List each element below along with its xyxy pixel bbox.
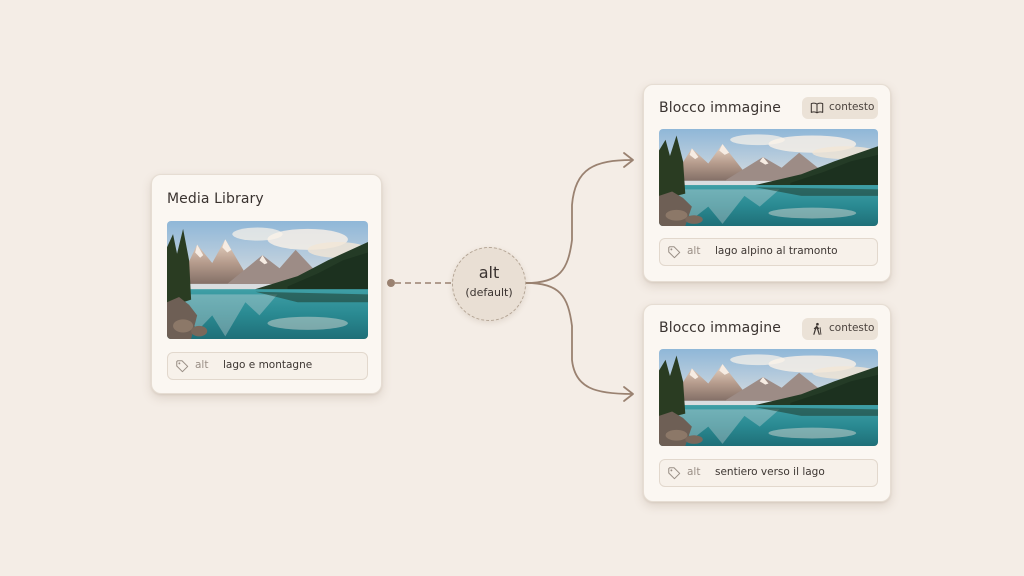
badge-label: contesto [829, 322, 875, 334]
node-subtitle: (default) [465, 286, 513, 299]
tag-icon [668, 246, 681, 259]
alt-label: alt [687, 466, 701, 478]
alt-value: lago alpino al tramonto [715, 245, 838, 257]
media-library-card[interactable]: Media Library alt lago e montagne [151, 174, 382, 394]
alt-value: sentiero verso il lago [715, 466, 825, 478]
card-title: Media Library [167, 191, 264, 207]
alt-default-node: alt (default) [452, 247, 526, 321]
lake-image[interactable] [167, 221, 368, 339]
image-block-card-1[interactable]: Blocco immagine contesto alt lago alpino… [643, 84, 891, 282]
alt-field[interactable]: alt lago alpino al tramonto [659, 238, 878, 266]
badge-label: contesto [829, 101, 875, 113]
context-badge[interactable]: contesto [802, 318, 878, 340]
tag-icon [668, 467, 681, 480]
node-title: alt [478, 263, 500, 282]
card-title: Blocco immagine [659, 320, 781, 336]
alt-field[interactable]: alt sentiero verso il lago [659, 459, 878, 487]
branch-connector-top [525, 159, 633, 284]
hiker-icon [813, 322, 822, 335]
branch-connector-bottom [525, 282, 633, 395]
context-badge[interactable]: contesto [802, 97, 878, 119]
lake-image[interactable] [659, 129, 878, 226]
arrowhead-top [623, 152, 634, 168]
alt-value: lago e montagne [223, 359, 313, 371]
tag-icon [176, 360, 189, 373]
alt-label: alt [687, 245, 701, 257]
lake-image[interactable] [659, 349, 878, 446]
connector-dot [387, 279, 395, 287]
alt-field[interactable]: alt lago e montagne [167, 352, 368, 380]
arrowhead-bottom [623, 386, 634, 402]
alt-label: alt [195, 359, 209, 371]
book-icon [810, 102, 824, 114]
card-title: Blocco immagine [659, 100, 781, 116]
image-block-card-2[interactable]: Blocco immagine contesto alt sentiero ve… [643, 304, 891, 502]
